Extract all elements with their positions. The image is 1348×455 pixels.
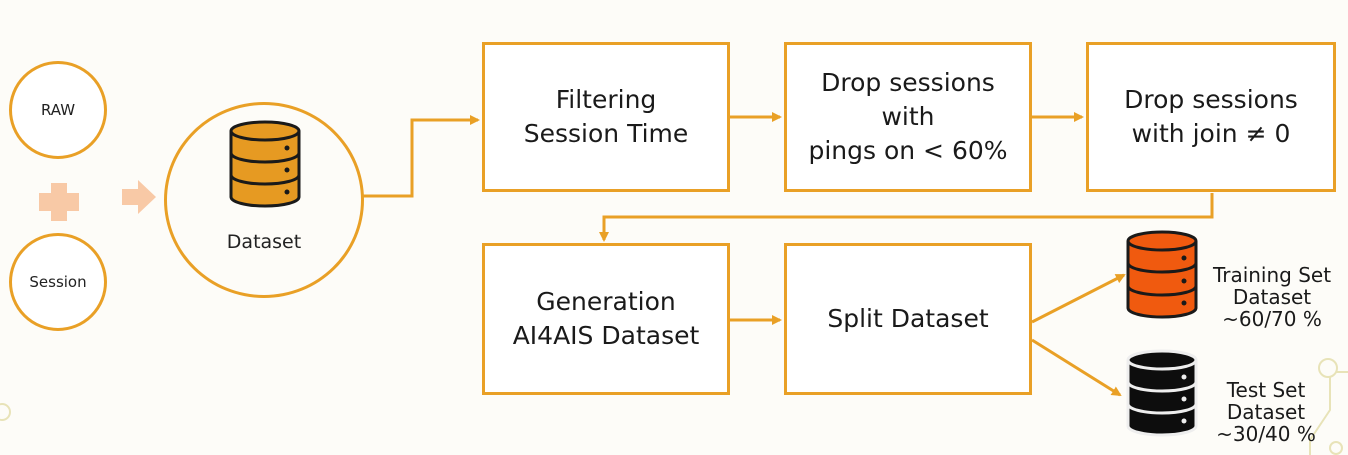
plus-icon <box>39 183 79 221</box>
drop-join-step: Drop sessions with join ≠ 0 <box>1086 42 1336 192</box>
generation-step: Generation AI4AIS Dataset <box>482 243 730 395</box>
filtering-step: Filtering Session Time <box>482 42 730 192</box>
split-step: Split Dataset <box>784 243 1032 395</box>
test-set-label: Test Set Dataset ~30/40 % <box>1216 378 1316 446</box>
decorative-circuit <box>0 358 1348 455</box>
training-database-icon <box>1126 230 1198 319</box>
session-label: Session <box>29 273 87 291</box>
test-database-icon <box>1126 349 1198 437</box>
drop-pings-step: Drop sessions with pings on < 60% <box>784 42 1032 192</box>
dataset-circle: Dataset <box>164 102 364 298</box>
session-circle: Session <box>9 233 107 331</box>
connectors <box>363 112 1214 397</box>
arrow-right-icon <box>122 180 156 214</box>
training-set-label: Training Set Dataset ~60/70 % <box>1212 263 1332 331</box>
raw-circle: RAW <box>9 61 107 159</box>
dataset-label: Dataset <box>226 231 302 253</box>
raw-label: RAW <box>40 101 76 119</box>
